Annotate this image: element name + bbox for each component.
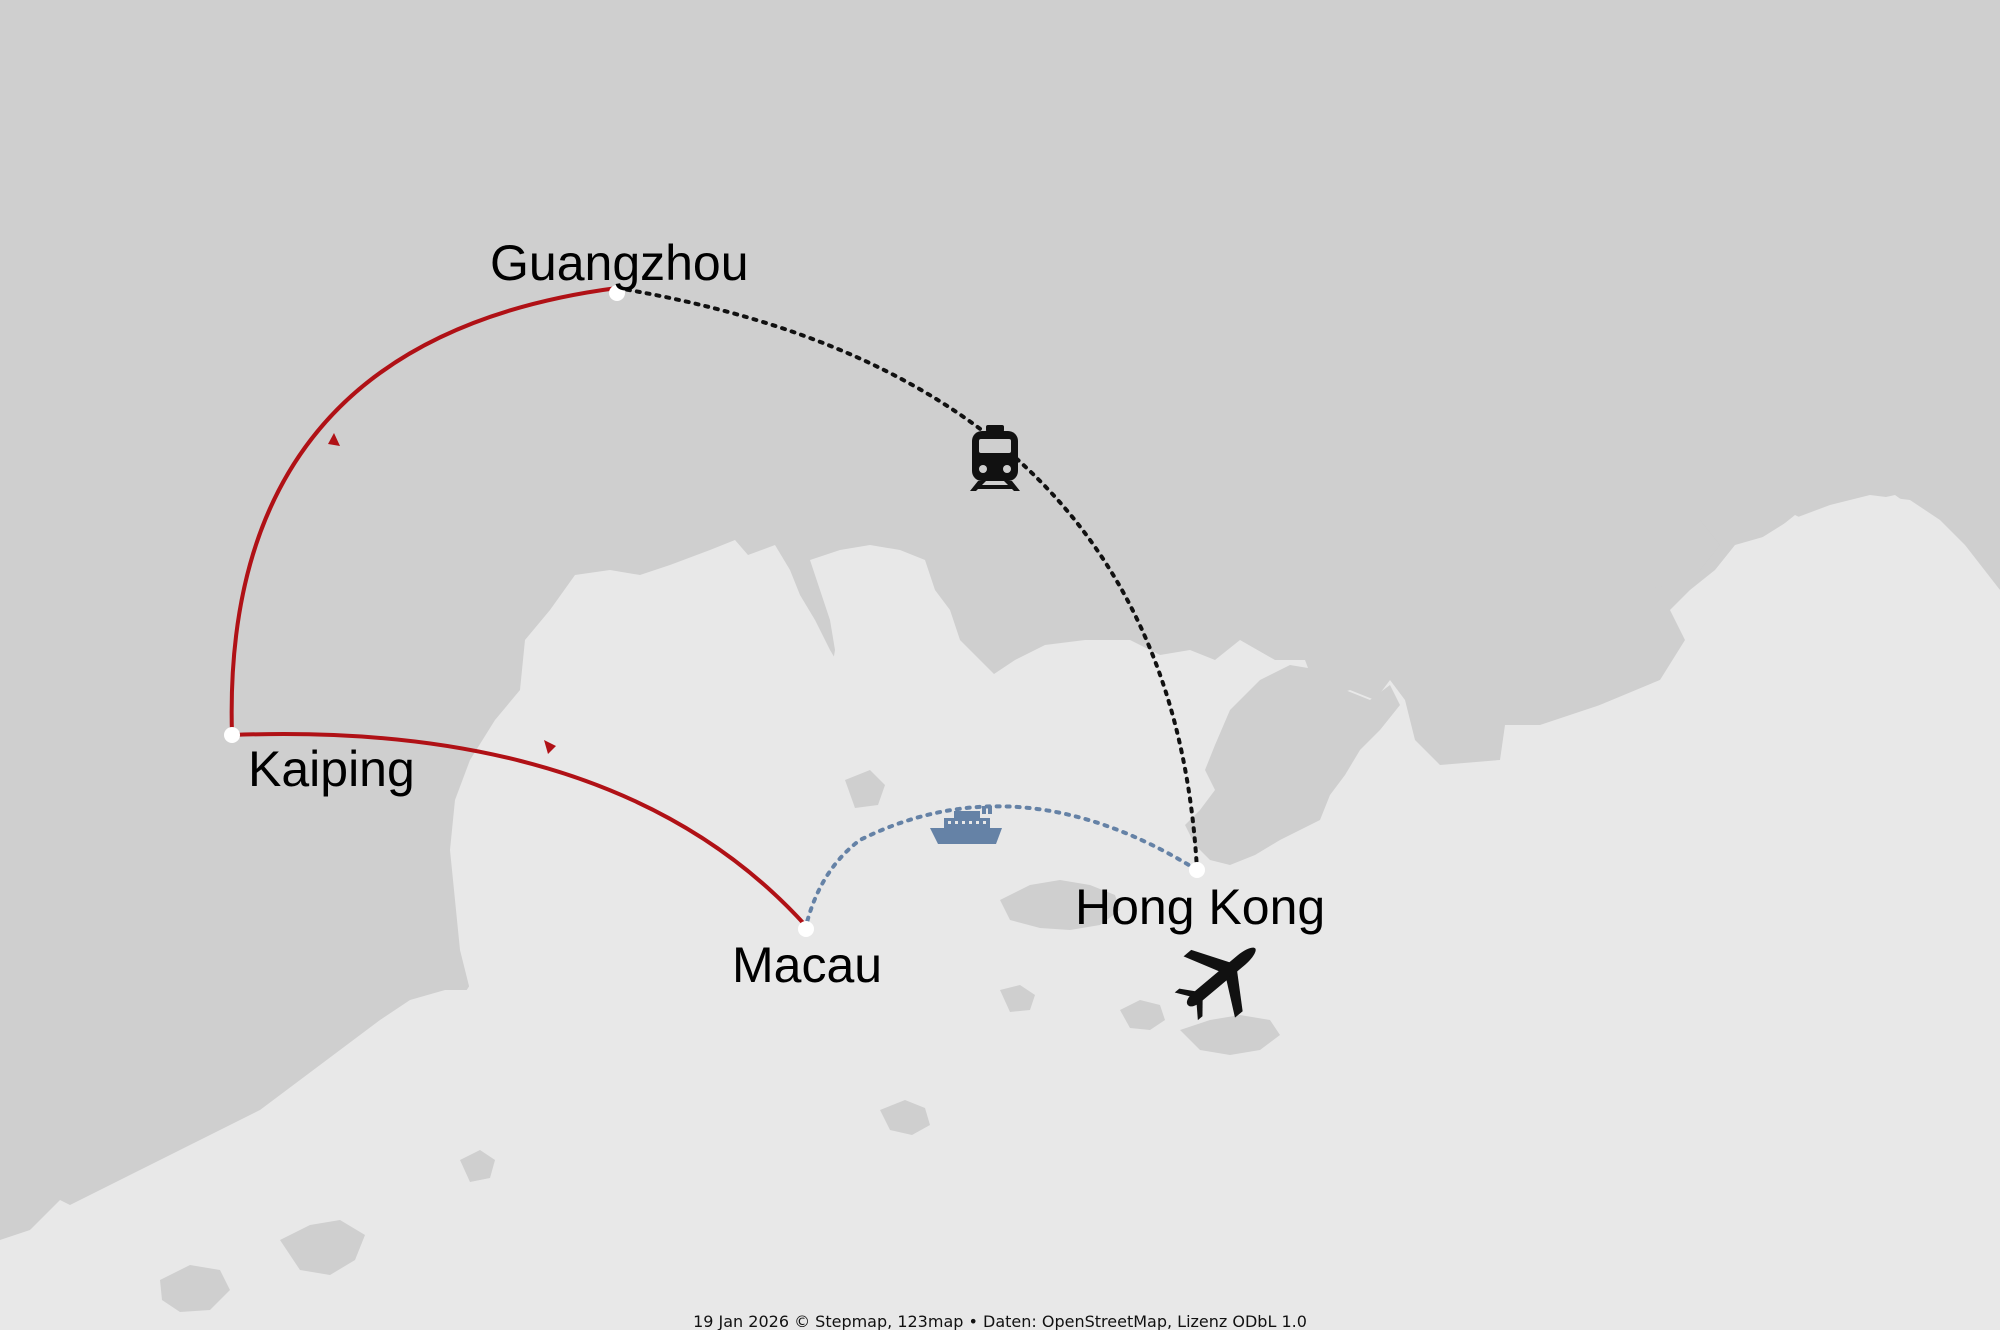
- route-drive-macau-kaiping[interactable]: [231, 732, 808, 928]
- hong-kong-land: [1185, 665, 1400, 865]
- south-china-sea: [0, 495, 2000, 1330]
- stop-marker-macau[interactable]: [798, 921, 814, 937]
- island-cluster-east: [1580, 510, 1720, 590]
- train-icon: [970, 425, 1020, 491]
- stop-marker-hong-kong[interactable]: [1189, 862, 1205, 878]
- route-direction-arrow-2: [328, 433, 340, 446]
- route-drive-kaiping-guangzhou[interactable]: [229, 286, 618, 736]
- map-attribution: 19 Jan 2026 © Stepmap, 123map • Daten: O…: [693, 1312, 1307, 1330]
- island-small-4: [460, 1150, 495, 1182]
- lantau-island: [1000, 880, 1120, 930]
- island-small-1: [1180, 1015, 1280, 1055]
- ferry-icon: [930, 806, 1002, 844]
- island-small-2: [1120, 1000, 1165, 1030]
- mainland-land: [0, 0, 2000, 1240]
- city-label-guangzhou: Guangzhou: [490, 235, 749, 291]
- route-direction-arrow-1: [544, 740, 556, 754]
- pearl-river-estuary: [690, 545, 1110, 1080]
- city-label-hong-kong: Hong Kong: [1075, 879, 1325, 935]
- island-small-7: [1000, 985, 1035, 1012]
- city-label-kaiping: Kaiping: [248, 741, 415, 797]
- island-small-8: [845, 770, 885, 808]
- stop-marker-guangzhou[interactable]: [609, 285, 625, 301]
- airplane-icon: [1174, 947, 1256, 1021]
- island-small-6: [160, 1265, 230, 1312]
- stop-marker-kaiping[interactable]: [224, 727, 240, 743]
- route-ferry-hongkong-macau[interactable]: [804, 804, 1199, 928]
- route-rail-guangzhou-hongkong[interactable]: [615, 286, 1199, 872]
- city-label-macau: Macau: [732, 937, 882, 993]
- eastern-peninsula-land: [1410, 570, 1600, 705]
- island-small-3: [880, 1100, 930, 1135]
- island-small-5: [280, 1220, 365, 1275]
